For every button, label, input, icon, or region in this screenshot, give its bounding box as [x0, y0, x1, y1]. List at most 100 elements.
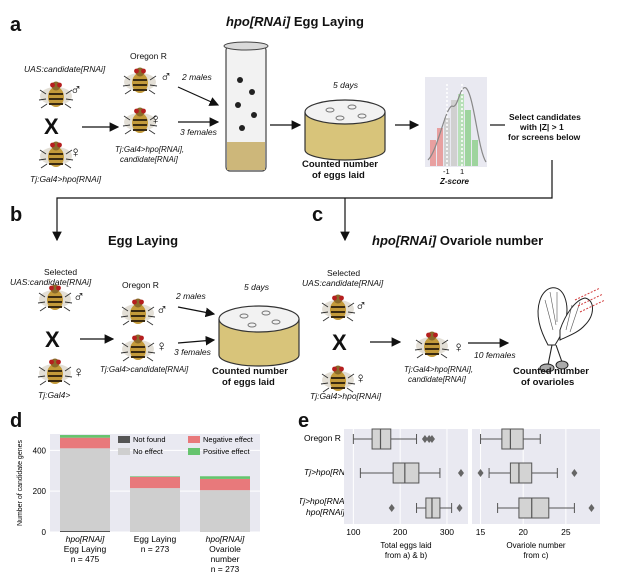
panel-c-cross: X	[332, 330, 347, 355]
x-tick-label: n = 273	[141, 544, 170, 554]
legend-swatch	[188, 436, 200, 443]
row-label: Tj>hpo[RNAi],	[300, 496, 351, 506]
fly-icon	[414, 331, 450, 359]
panel-b-letter: b	[10, 204, 23, 226]
y-axis-label: Number of candidate genes	[17, 440, 24, 526]
fly-icon	[320, 365, 356, 393]
panel-a-title-italic: hpo[RNAi]	[226, 14, 291, 29]
bar-segment	[200, 476, 250, 479]
x-tick-label: Egg Laying	[134, 534, 177, 544]
bar-segment	[60, 530, 110, 532]
male-symbol-icon: ♂	[160, 69, 172, 86]
panel-c-uas-label: UAS:candidate[RNAi]	[302, 278, 384, 288]
x-tick-label: hpo[RNAi]	[206, 534, 245, 544]
x-tick-label: n = 475	[71, 554, 100, 564]
outlier-point	[477, 469, 484, 477]
panel-a-letter: a	[10, 14, 22, 36]
x-tick-label: number	[211, 554, 240, 564]
fly-icon	[38, 141, 74, 169]
bar-segment	[200, 490, 250, 532]
panel-b-title: Egg Laying	[108, 233, 179, 248]
panel-a-ztick-pos: 1	[460, 167, 465, 176]
panel-a-oregon: Oregon R	[130, 51, 167, 61]
legend-label: No effect	[133, 447, 164, 456]
outlier-point	[588, 504, 595, 512]
outlier-point	[457, 469, 464, 477]
female-symbol-icon: ♀	[70, 144, 81, 161]
panel-c-females: 10 females	[474, 350, 516, 360]
panel-d-letter: d	[10, 410, 23, 432]
y-tick-label: 200	[33, 487, 47, 496]
panel-b-selected: Selected	[44, 267, 78, 277]
row-label: Tj>hpo[RNAi]	[304, 467, 355, 477]
x-tick-label: n = 273	[211, 564, 240, 574]
legend-swatch	[188, 448, 200, 455]
vial-icon	[223, 41, 269, 172]
panel-a-zscore: Z-score	[440, 177, 469, 186]
petri-dish-icon	[218, 305, 300, 367]
fly-icon	[122, 67, 158, 95]
bar-segment	[60, 435, 110, 438]
petri-dish-icon	[304, 99, 386, 161]
x-axis-label: Ovariole number	[506, 541, 565, 550]
panel-a-progeny-1: Tj:Gal4>hpo[RNAi],	[115, 145, 185, 154]
zscore-histogram	[425, 77, 487, 167]
panel-a-select-1: Select candidates	[509, 112, 581, 122]
panel-c-progeny-1: Tj:Gal4>hpo[RNAi],	[404, 365, 474, 374]
bar-segment	[130, 476, 180, 477]
panel-b-counted-1: Counted number	[212, 366, 288, 377]
fly-icon	[37, 284, 73, 312]
panel-a-uas-label: UAS:candidate[RNAi]	[24, 64, 106, 74]
panel-a-tj-label: Tj:Gal4>hpo[RNAi]	[30, 174, 102, 184]
x-tick-label: 100	[346, 527, 360, 537]
panel-a-cross: X	[44, 114, 59, 139]
panel-a-select-2: with |Z| > 1	[520, 122, 564, 132]
panel-c-counted-2: of ovarioles	[521, 377, 575, 388]
panel-a-counted-1: Counted number	[302, 159, 378, 170]
bar-segment	[130, 476, 180, 489]
legend-swatch	[118, 448, 130, 455]
bar-segment	[200, 478, 250, 491]
female-symbol-icon: ♀	[73, 364, 84, 381]
panel-a-females: 3 females	[180, 127, 217, 137]
panel-c-counted-1: Counted number	[513, 366, 589, 377]
female-symbol-icon: ♀	[453, 339, 464, 356]
ovary-icon	[537, 287, 606, 373]
fly-icon	[120, 298, 156, 326]
x-axis-label: from a) & b)	[385, 551, 428, 560]
male-symbol-icon: ♂	[355, 298, 367, 315]
panel-c-title: hpo[RNAi] Ovariole number	[372, 233, 543, 248]
male-symbol-icon: ♂	[70, 82, 82, 99]
row-label: hpo[RNAi]	[306, 507, 345, 517]
panel-c-letter: c	[312, 204, 324, 226]
panel-c-title-rest: Ovariole number	[436, 233, 544, 248]
fly-icon	[38, 81, 74, 109]
x-tick-label: 20	[518, 527, 528, 537]
panel-a-title-rest: Egg Laying	[290, 14, 364, 29]
panel-a-males: 2 males	[182, 72, 212, 82]
female-symbol-icon: ♀	[156, 338, 167, 355]
x-tick-label: 300	[440, 527, 454, 537]
panel-a-select-3: for screens below	[508, 132, 581, 142]
outlier-point	[456, 504, 463, 512]
panel-b-progeny: Tj:Gal4>candidate[RNAi]	[100, 365, 189, 374]
box	[501, 428, 524, 450]
outlier-point	[388, 504, 395, 512]
x-tick-label: 25	[561, 527, 571, 537]
box	[425, 497, 441, 519]
panel-b-cross: X	[45, 327, 60, 352]
panel-e-letter: e	[298, 410, 310, 432]
bar-segment	[60, 448, 110, 531]
male-symbol-icon: ♂	[73, 289, 85, 306]
fly-icon	[120, 334, 156, 362]
panel-b-males: 2 males	[176, 291, 206, 301]
outlier-point	[571, 469, 578, 477]
bar-segment	[60, 437, 110, 449]
box	[518, 497, 550, 519]
panel-c-progeny-2: candidate[RNAi]	[408, 375, 466, 384]
legend-label: Negative effect	[203, 435, 254, 444]
x-tick-label: 200	[393, 527, 407, 537]
x-tick-label: 15	[476, 527, 486, 537]
